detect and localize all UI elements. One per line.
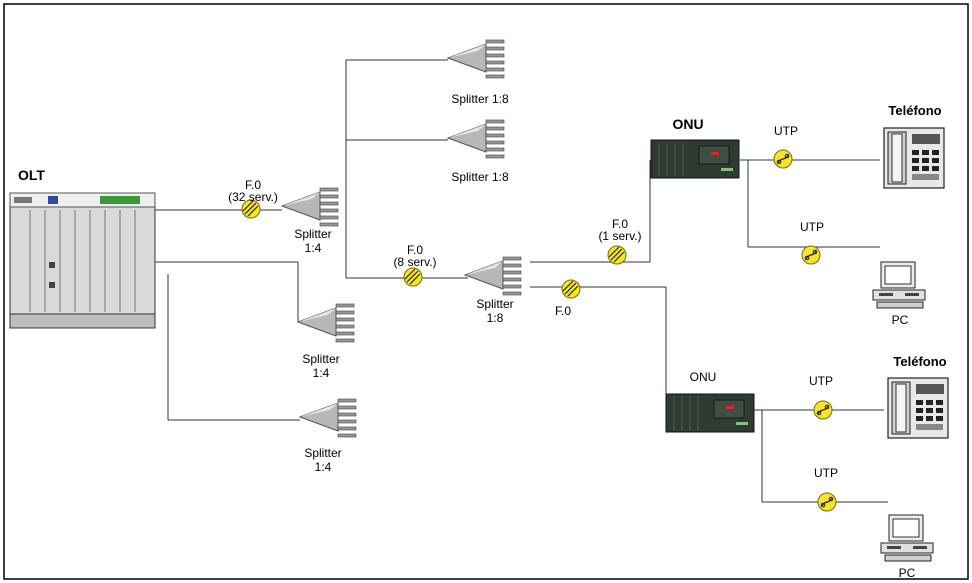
splitter-low2-icon [299, 398, 357, 438]
onu2-label: ONU [689, 370, 717, 384]
onu1-device-icon [650, 139, 740, 179]
utp-icon-4 [817, 492, 837, 512]
splitter-top2-icon [447, 119, 505, 159]
splitter-low1-label: Splitter [302, 352, 340, 366]
fiber-icon-1 [607, 245, 627, 265]
olt-label: OLT [18, 167, 45, 183]
fiber-main-label: F.0 [244, 178, 261, 192]
fiber-icon-onu2 [561, 279, 581, 299]
splitter-mid-ratio: 1:8 [486, 311, 504, 325]
utp1-label: UTP [774, 124, 798, 138]
connection-lines [155, 59, 888, 503]
splitter-low1-icon [297, 303, 355, 343]
splitter-main-icon [281, 187, 339, 227]
splitter-top2-label: Splitter 1:8 [451, 170, 509, 184]
splitter-mid-label: Splitter [476, 297, 514, 311]
utp4-label: UTP [814, 466, 838, 480]
olt-device [9, 192, 156, 329]
phone1-label: Teléfono [888, 103, 942, 118]
fiber-onu1-sublabel: (1 serv.) [598, 229, 642, 243]
phone2-icon [887, 377, 949, 439]
fiber-onu2-label: F.0 [554, 304, 571, 318]
splitter-top1-icon [447, 39, 505, 79]
utp-icon-1 [773, 149, 793, 169]
splitter-main-label: Splitter [294, 227, 332, 241]
pc1-icon [872, 261, 926, 309]
splitter-mid-icon [464, 256, 522, 296]
utp-icon-2 [801, 245, 821, 265]
phone1-icon [883, 127, 945, 189]
fiber-main-sublabel: (32 serv.) [228, 190, 278, 204]
fiber-onu1-label: F.0 [611, 217, 628, 231]
splitter-low2-ratio: 1:4 [314, 460, 332, 474]
pc2-icon [880, 514, 934, 562]
fiber-icon-8 [403, 267, 423, 287]
utp-icon-3 [813, 400, 833, 420]
pc2-label: PC [898, 566, 916, 580]
splitter-low1-ratio: 1:4 [312, 366, 330, 380]
pc1-label: PC [891, 313, 909, 327]
utp3-label: UTP [809, 374, 833, 388]
splitter-top1-label: Splitter 1:8 [451, 92, 509, 106]
onu1-label: ONU [672, 116, 704, 132]
phone2-label: Teléfono [893, 354, 947, 369]
fiber-mid-sublabel: (8 serv.) [393, 255, 437, 269]
onu2-device-icon [665, 393, 755, 433]
splitter-main-ratio: 1:4 [304, 241, 322, 255]
splitter-low2-label: Splitter [304, 446, 342, 460]
fiber-mid-label: F.0 [406, 243, 423, 257]
utp2-label: UTP [800, 220, 824, 234]
